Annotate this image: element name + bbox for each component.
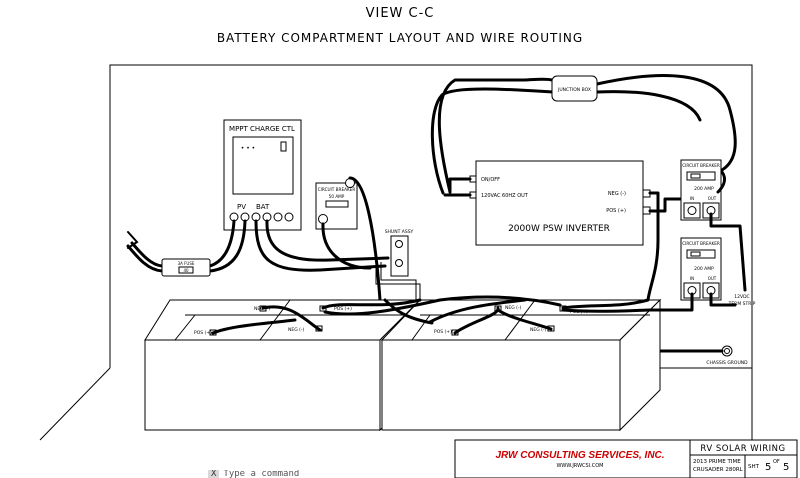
shunt-terminal-top (395, 240, 403, 248)
breaker-200a-top-in: IN (690, 196, 694, 201)
battery-left-pos-label: POS (+) (334, 306, 352, 312)
shunt-bus-inner (380, 262, 417, 306)
fuse-value: 40 (183, 268, 189, 273)
charge-controller-leds: • • • (241, 145, 255, 152)
floor-edge-left (39, 367, 111, 441)
drawing-heading: BATTERY COMPARTMENT LAYOUT AND WIRE ROUT… (217, 31, 583, 45)
pv-label: PV (237, 203, 246, 211)
shunt (390, 235, 409, 277)
drawing-title: RV SOLAR WIRING (700, 444, 785, 454)
inverter-neg: NEG (-) (608, 191, 626, 197)
battery-jumper-7 (428, 298, 527, 324)
junction-box-label: JUNCTION BOX (557, 87, 591, 93)
breaker-top-out-wire (709, 212, 747, 292)
inverter-ac-out: 120VAC 60HZ OUT (481, 193, 529, 199)
sheet-number: 5 (765, 462, 771, 473)
term-strip-line1: 12VDC (734, 294, 749, 300)
inverter-onoff: ON/OFF (481, 177, 500, 183)
sheet-label: SHT (748, 464, 760, 470)
bat-label: BAT (256, 203, 270, 211)
ac-wire-from-jbox (595, 74, 737, 172)
company-name: JRW CONSULTING SERVICES, INC. (495, 450, 664, 461)
inverter-pos: POS (+) (606, 208, 626, 214)
breaker-200a-top-title: CIRCUIT BREAKER (682, 163, 720, 168)
battery-jumper-3 (211, 318, 297, 335)
battery-bank-right (380, 298, 662, 432)
breaker-50a-title: CIRCUIT BREAKER (318, 187, 356, 192)
breaker-200a-bottom: CIRCUIT BREAKER 200 AMP IN OUT (680, 237, 722, 301)
breaker-50a-wire-out (321, 222, 372, 270)
charge-controller-terminals (229, 212, 294, 222)
battery-right-neg-label: NEG (-) (505, 305, 522, 311)
battery-jumper-1 (261, 305, 322, 332)
breaker-200a-bottom-in: IN (690, 276, 694, 281)
breaker-200a-bottom-rating: 200 AMP (694, 266, 714, 272)
ac-wire-loop-inner (430, 87, 554, 195)
shunt-terminal-bottom (395, 259, 403, 267)
inverter-pos-wire (648, 197, 684, 213)
bat-pos-wire (254, 219, 387, 272)
breaker-50a-rating: 50 AMP (329, 194, 345, 199)
sheet-of-label: OF (773, 459, 780, 465)
chassis-ground-label: CHASSIS GROUND (706, 360, 748, 366)
battery-left-pos-label-2: POS (+) (194, 330, 212, 336)
breaker-50a-terminal-left (318, 214, 328, 224)
shunt-label: SHUNT ASSY (385, 229, 414, 235)
ac-wire-loop-inner-right (595, 90, 702, 122)
battery-jumper-2 (321, 298, 422, 310)
fuse-element (178, 266, 194, 274)
jbox-to-breaker-wire (716, 170, 726, 194)
back-panel (109, 64, 753, 368)
bat-neg-wire (265, 219, 390, 262)
breaker-200a-top-out: OUT (708, 196, 717, 201)
sheet-total: 5 (783, 462, 789, 473)
command-close-button[interactable]: X (208, 470, 220, 478)
view-label: VIEW C-C (366, 6, 435, 21)
fuse-label: 3A FUSE (178, 261, 195, 266)
command-prompt[interactable]: Type a command (223, 470, 300, 478)
inverter-onoff-wire (448, 177, 472, 194)
title-block (454, 439, 798, 478)
junction-box (551, 75, 598, 102)
battery-right-neg-label-2: NEG (-) (530, 327, 547, 333)
title-line-2: CRUSADER 280RL (693, 467, 744, 473)
breaker-200a-bottom-title: CIRCUIT BREAKER (682, 241, 720, 246)
battery-shunt-wire (383, 298, 434, 325)
breaker-200a-top: CIRCUIT BREAKER 200 AMP IN OUT (680, 159, 722, 221)
battery-left-neg-label-2: NEG (-) (288, 327, 305, 333)
breaker-50a-wire-in (348, 176, 382, 302)
battery-jumper-6 (496, 308, 553, 331)
ac-wire-to-jbox (437, 77, 554, 194)
pv-input-wire-b (126, 244, 164, 273)
pv-pos-wire (208, 219, 236, 268)
battery-jumper-5 (561, 298, 650, 310)
battery-bank-left (144, 298, 422, 432)
title-line-1: 2013 PRIME TIME (693, 459, 741, 465)
term-strip-line2: TERM STRIP (728, 301, 756, 307)
pv-neg-wire (208, 219, 247, 273)
pv-input-lead (127, 231, 139, 249)
inverter-neg-wire (646, 191, 660, 302)
breaker-200a-bottom-out: OUT (708, 276, 717, 281)
breaker-200a-top-rating: 200 AMP (694, 186, 714, 192)
pv-input-wire-a (130, 241, 164, 268)
battery-pos-main-wire (561, 308, 662, 313)
battery-right-pos-label-2: POS (+) (434, 329, 452, 335)
breaker-bottom-in-wire (658, 292, 694, 312)
inverter-name: 2000W PSW INVERTER (508, 224, 610, 234)
chassis-ground-stud (724, 348, 730, 354)
shunt-bus (375, 258, 421, 306)
charge-controller-title: MPPT CHARGE CTL (229, 125, 295, 133)
breaker-50a-switch (325, 200, 349, 208)
breaker-bottom-out-wire (709, 292, 737, 307)
inverter (475, 160, 644, 246)
company-url: WWW.JRWCSI.COM (556, 463, 603, 469)
charge-controller-indicator (280, 141, 287, 152)
